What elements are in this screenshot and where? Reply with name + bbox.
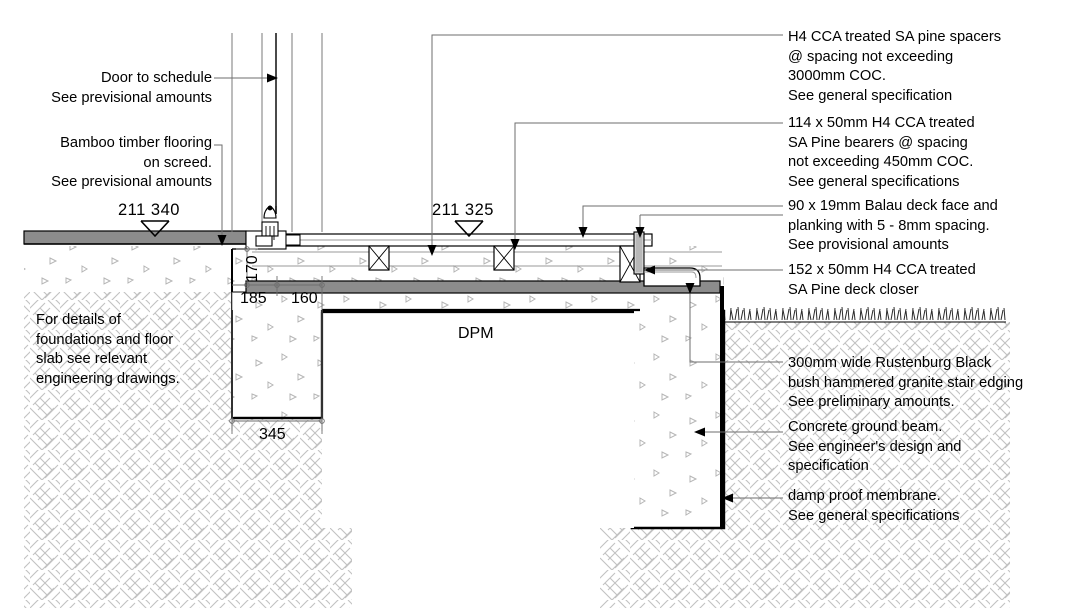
note-granite-edging: 300mm wide Rustenburg Black bush hammere… bbox=[788, 355, 1024, 411]
level-marker-slab bbox=[140, 220, 170, 238]
leader-lines-right bbox=[431, 34, 783, 499]
concrete-ground-beam bbox=[630, 310, 726, 530]
dimension-lines bbox=[229, 246, 325, 434]
note-foundations: For details of foundations and floor sla… bbox=[36, 312, 180, 387]
deck-bearer bbox=[493, 245, 515, 271]
dimension-label-170: 170 bbox=[244, 255, 261, 282]
note-door: Door to schedule See previsional amounts bbox=[51, 70, 212, 106]
note-spacers: H4 CCA treated SA pine spacers @ spacing… bbox=[788, 29, 1002, 104]
granite-stair-edging bbox=[643, 267, 701, 287]
level-label-slab: 211 340 bbox=[118, 201, 180, 219]
grass-hatch bbox=[722, 306, 1006, 323]
dimension-label-160: 160 bbox=[291, 290, 318, 307]
level-label-deck: 211 325 bbox=[432, 201, 494, 219]
leader-lines-left bbox=[214, 77, 272, 240]
leader-arrowheads bbox=[427, 227, 733, 503]
dimension-label-345: 345 bbox=[259, 426, 286, 443]
dpm-label: DPM bbox=[458, 325, 494, 342]
concrete-slab bbox=[24, 246, 724, 419]
note-deck-face: 90 x 19mm Balau deck face and planking w… bbox=[788, 198, 998, 254]
note-flooring: Bamboo timber flooring on screed. See pr… bbox=[51, 135, 212, 191]
note-bearers: 114 x 50mm H4 CCA treated SA Pine bearer… bbox=[788, 115, 975, 190]
note-ground-beam: Concrete ground beam. See engineer's des… bbox=[788, 419, 962, 475]
deck-closer bbox=[633, 231, 645, 275]
screed-floor-band bbox=[23, 230, 247, 245]
note-dpm: damp proof membrane. See general specifi… bbox=[788, 488, 960, 524]
level-marker-deck bbox=[454, 220, 484, 238]
deck-bearer bbox=[368, 245, 390, 271]
dimension-label-185: 185 bbox=[240, 290, 267, 307]
door-assembly bbox=[231, 33, 323, 250]
note-deck-closer: 152 x 50mm H4 CCA treated SA Pine deck c… bbox=[788, 262, 976, 298]
